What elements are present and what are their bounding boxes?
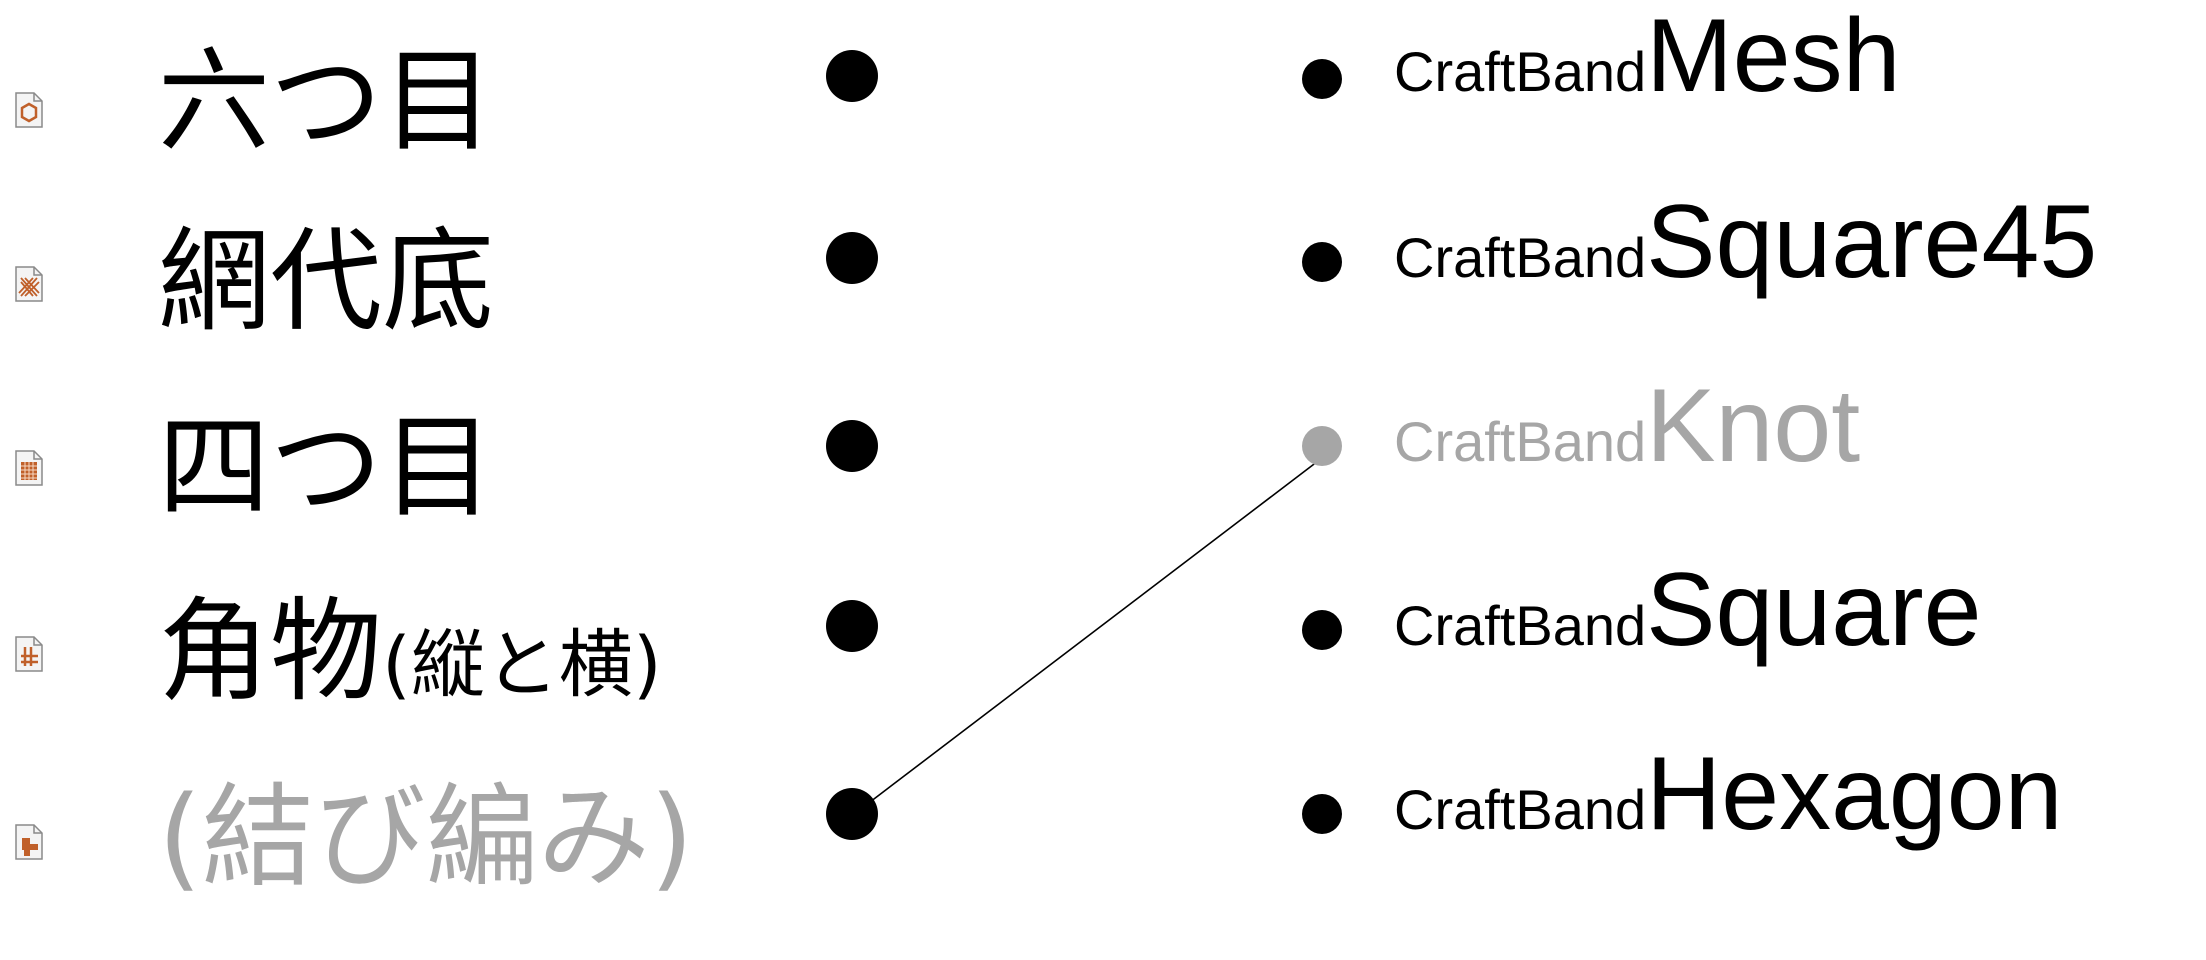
label-text: 網代底 [158, 217, 494, 347]
label-text: 六つ目 [158, 37, 494, 167]
bullet-dot [1302, 59, 1342, 99]
label-name: Mesh [1646, 0, 1901, 114]
label-prefix: CraftBand [1394, 226, 1647, 289]
connection-line [869, 457, 1323, 803]
knot-file-icon [15, 824, 43, 860]
square-file-icon [15, 636, 43, 672]
bullet-dot [1302, 610, 1342, 650]
label-text: 四つ目 [158, 403, 494, 533]
connector-dot-4 [826, 600, 878, 652]
grid-file-icon [15, 450, 43, 486]
label-prefix: CraftBand [1394, 778, 1647, 841]
right-label: CraftBandSquare [1394, 558, 1982, 662]
label-prefix: CraftBand [1394, 410, 1647, 473]
label-text: (結び編み) [158, 773, 694, 903]
right-label: CraftBandKnot [1394, 374, 1860, 478]
left-label: 角物(縦と横) [158, 596, 662, 708]
label-name: Hexagon [1646, 736, 2063, 852]
bullet-dot [1302, 242, 1342, 282]
label-name: Knot [1646, 368, 1861, 484]
label-text: 角物 [158, 587, 382, 717]
diagram-canvas: 六つ目 網代底 四つ目 角物(縦と横) [15, 4, 2097, 894]
left-label: 六つ目 [158, 46, 494, 158]
bullet-dot [1302, 426, 1342, 466]
bullet-dot [1302, 794, 1342, 834]
left-label: (結び編み) [158, 782, 693, 894]
connector-dot-3 [826, 420, 878, 472]
connector-dot-2 [826, 232, 878, 284]
left-label: 四つ目 [158, 412, 494, 524]
label-prefix: CraftBand [1394, 594, 1647, 657]
label-prefix: CraftBand [1394, 40, 1647, 103]
connector-dot-5 [826, 788, 878, 840]
connector-dot-1 [826, 50, 878, 102]
hexagon-file-icon [15, 92, 43, 128]
label-suffix: (縦と横) [382, 622, 662, 708]
mesh-file-icon [15, 266, 43, 302]
label-name: Square [1646, 552, 1982, 668]
right-label: CraftBandSquare45 [1394, 190, 2097, 294]
right-label: CraftBandMesh [1394, 4, 1900, 108]
right-label: CraftBandHexagon [1394, 742, 2062, 846]
left-label: 網代底 [158, 226, 494, 338]
label-name: Square45 [1646, 184, 2098, 300]
